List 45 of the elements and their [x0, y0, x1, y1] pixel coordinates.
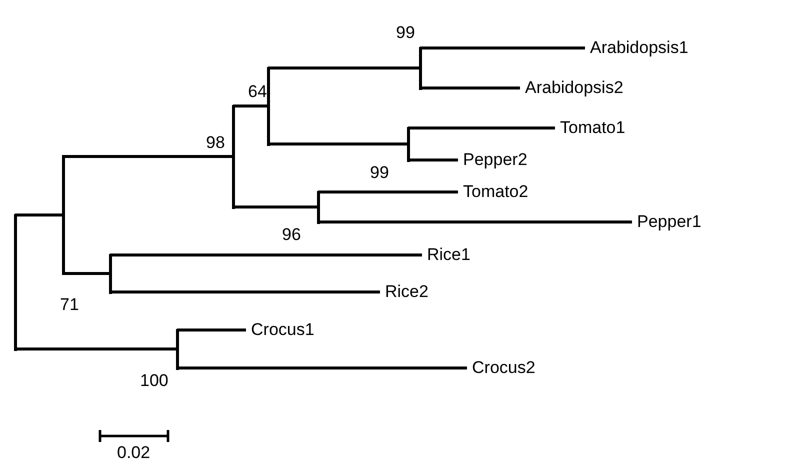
branch-line: [63, 272, 110, 275]
taxon-label: Pepper1: [632, 212, 702, 232]
branch-line: [408, 158, 458, 162]
branch-line: [233, 104, 268, 108]
junction-bar: [316, 190, 320, 224]
branch-line: [177, 366, 467, 370]
junction-bar: [406, 126, 410, 162]
taxon-label: Crocus2: [467, 358, 536, 378]
junction-bar: [232, 104, 234, 208]
branch-line: [268, 142, 408, 146]
junction-bar: [14, 214, 16, 350]
scale-label: 0.02: [117, 443, 150, 463]
taxon-label: Tomato2: [458, 182, 528, 202]
junction-bar: [176, 328, 178, 370]
bootstrap-value: 99: [370, 163, 389, 183]
branch-line: [15, 214, 63, 216]
branch-line: [420, 86, 520, 90]
branch-line: [63, 155, 233, 158]
taxon-label: Rice2: [380, 282, 428, 302]
taxon-label: Tomato1: [555, 118, 626, 138]
taxon-label: Pepper2: [458, 150, 528, 170]
branch-line: [233, 206, 318, 208]
junction-bar: [108, 254, 112, 294]
junction-bar: [418, 46, 422, 90]
bootstrap-value: 99: [396, 23, 415, 43]
taxon-label: Arabidopsis2: [520, 78, 624, 98]
branch-line: [420, 46, 585, 50]
taxon-label: Arabidopsis1: [585, 38, 688, 58]
bootstrap-value: 98: [206, 132, 225, 152]
bootstrap-value: 100: [140, 371, 168, 391]
taxon-label: Rice1: [422, 245, 470, 265]
branch-line: [177, 328, 246, 332]
branch-line: [268, 66, 420, 70]
junction-bar: [62, 155, 64, 275]
bootstrap-value: 96: [282, 225, 301, 245]
taxon-label: Crocus1: [246, 320, 314, 340]
bootstrap-value: 71: [60, 295, 79, 315]
branch-line: [318, 190, 458, 194]
branch-line: [408, 126, 555, 130]
branch-line: [110, 290, 380, 294]
branch-line: [318, 220, 632, 224]
branch-line: [110, 254, 422, 256]
bootstrap-value: 64: [248, 82, 267, 102]
branch-line: [15, 348, 177, 350]
junction-bar: [266, 66, 270, 146]
